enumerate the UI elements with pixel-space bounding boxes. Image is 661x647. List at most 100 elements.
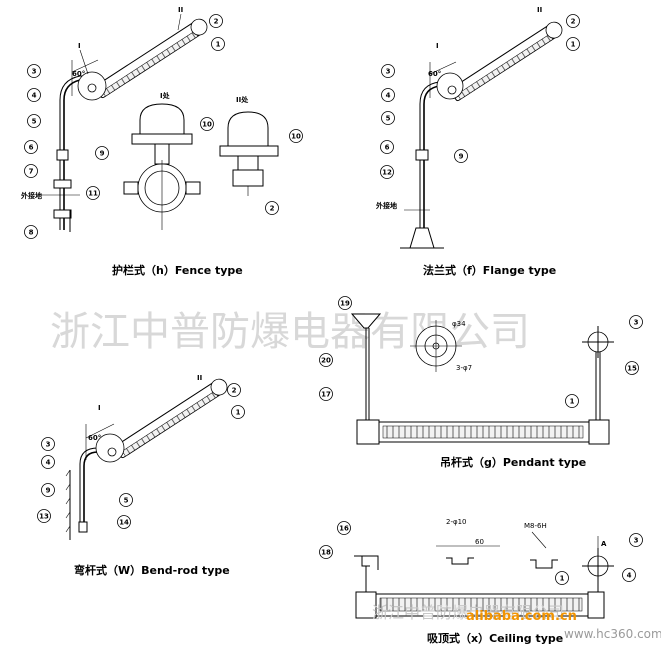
ceiling-dim-label: 60 <box>475 538 484 546</box>
callout-circle <box>24 164 38 178</box>
part-callout-1: 1 <box>566 37 580 51</box>
hole-small-label: 3-φ7 <box>456 364 472 372</box>
part-callout-5: 5 <box>27 114 41 128</box>
callout-number: 11 <box>88 190 98 198</box>
ceiling-holes-label: 2-φ10 <box>446 518 467 526</box>
part-callout-13: 13 <box>37 509 51 523</box>
detail-marker-flange-1: I <box>436 42 439 50</box>
callout-circle <box>41 483 55 497</box>
callout-circle <box>86 186 100 200</box>
callout-number: 2 <box>214 18 219 26</box>
watermark-site: www.hc360.com <box>564 627 661 641</box>
callout-circle <box>37 509 51 523</box>
callout-number: 5 <box>32 118 37 126</box>
part-number-callouts: 1234567891110102123456912192017131512345… <box>24 14 643 585</box>
angle-label: 60° <box>72 70 85 78</box>
callout-circle <box>337 521 351 535</box>
callout-circle <box>209 14 223 28</box>
callout-number: 1 <box>236 409 241 417</box>
part-callout-2: 2 <box>209 14 223 28</box>
ground-label: 外接地 <box>21 191 42 200</box>
part-callout-18: 18 <box>319 545 333 559</box>
part-callout-3: 3 <box>629 533 643 547</box>
caption-ceiling-type: 吸顶式（x）Ceiling type <box>427 631 563 645</box>
callout-number: 2 <box>270 205 275 213</box>
callout-circle <box>27 64 41 78</box>
callout-number: 3 <box>32 68 37 76</box>
callout-circle <box>41 455 55 469</box>
detail-marker-bend-1: I <box>98 404 101 412</box>
callout-circle <box>566 14 580 28</box>
callout-number: 9 <box>459 153 464 161</box>
callout-number: 13 <box>39 513 49 521</box>
detail-marker-1: I <box>78 42 81 50</box>
thread-label: M8-6H <box>524 522 547 530</box>
callout-circle <box>289 129 303 143</box>
caption-pendant-type: 吊杆式（g）Pendant type <box>440 455 586 469</box>
part-callout-6: 6 <box>380 140 394 154</box>
callout-number: 3 <box>386 68 391 76</box>
pendant-type-drawing: φ34 3-φ7 <box>350 313 614 445</box>
part-callout-9: 9 <box>454 149 468 163</box>
part-callout-10: 10 <box>289 129 303 143</box>
part-callout-3: 3 <box>41 437 55 451</box>
callout-number: 7 <box>29 168 34 176</box>
part-callout-10: 10 <box>200 117 214 131</box>
callout-number: 12 <box>382 169 392 177</box>
part-callout-5: 5 <box>119 493 133 507</box>
callout-circle <box>622 568 636 582</box>
callout-circle <box>338 296 352 310</box>
angle-label-bend: 60° <box>88 434 101 442</box>
callout-number: 8 <box>29 229 34 237</box>
part-callout-19: 19 <box>338 296 352 310</box>
callout-circle <box>381 88 395 102</box>
part-callout-1: 1 <box>555 571 569 585</box>
callout-number: 1 <box>216 41 221 49</box>
flange-type-drawing: 60° I II 外接地 <box>376 6 563 249</box>
callout-number: 18 <box>321 549 331 557</box>
callout-circle <box>625 361 639 375</box>
angle-label-flange: 60° <box>428 70 441 78</box>
ground-label-flange: 外接地 <box>376 201 397 210</box>
part-callout-16: 16 <box>337 521 351 535</box>
callout-circle <box>380 140 394 154</box>
detail-marker-2: II <box>178 6 183 14</box>
callout-circle <box>629 315 643 329</box>
callout-circle <box>319 353 333 367</box>
part-callout-12: 12 <box>380 165 394 179</box>
callout-number: 17 <box>321 391 331 399</box>
callout-number: 3 <box>634 537 639 545</box>
callout-number: 9 <box>46 487 51 495</box>
detail-2-title: II处 <box>236 95 249 104</box>
callout-circle <box>27 114 41 128</box>
callout-circle <box>566 37 580 51</box>
part-callout-4: 4 <box>622 568 636 582</box>
callout-number: 19 <box>340 300 350 308</box>
part-callout-3: 3 <box>629 315 643 329</box>
part-callout-6: 6 <box>24 140 38 154</box>
part-callout-11: 11 <box>86 186 100 200</box>
callout-circle <box>27 88 41 102</box>
callout-number: 14 <box>119 519 129 527</box>
callout-number: 2 <box>571 18 576 26</box>
callout-number: 3 <box>46 441 51 449</box>
caption-fence-type: 护栏式（h）Fence type <box>112 263 243 277</box>
callout-number: 4 <box>46 459 51 467</box>
part-callout-4: 4 <box>381 88 395 102</box>
part-callout-14: 14 <box>117 515 131 529</box>
callout-circle <box>117 515 131 529</box>
callout-circle <box>200 117 214 131</box>
callout-circle <box>381 64 395 78</box>
part-callout-15: 15 <box>625 361 639 375</box>
callout-number: 2 <box>232 387 237 395</box>
callout-circle <box>24 225 38 239</box>
callout-circle <box>555 571 569 585</box>
watermark-brand-logo: alibaba.com.cn <box>466 609 577 624</box>
callout-number: 1 <box>570 398 575 406</box>
part-callout-4: 4 <box>41 455 55 469</box>
part-callout-2: 2 <box>566 14 580 28</box>
callout-circle <box>380 165 394 179</box>
callout-circle <box>95 146 109 160</box>
callout-number: 6 <box>385 144 390 152</box>
